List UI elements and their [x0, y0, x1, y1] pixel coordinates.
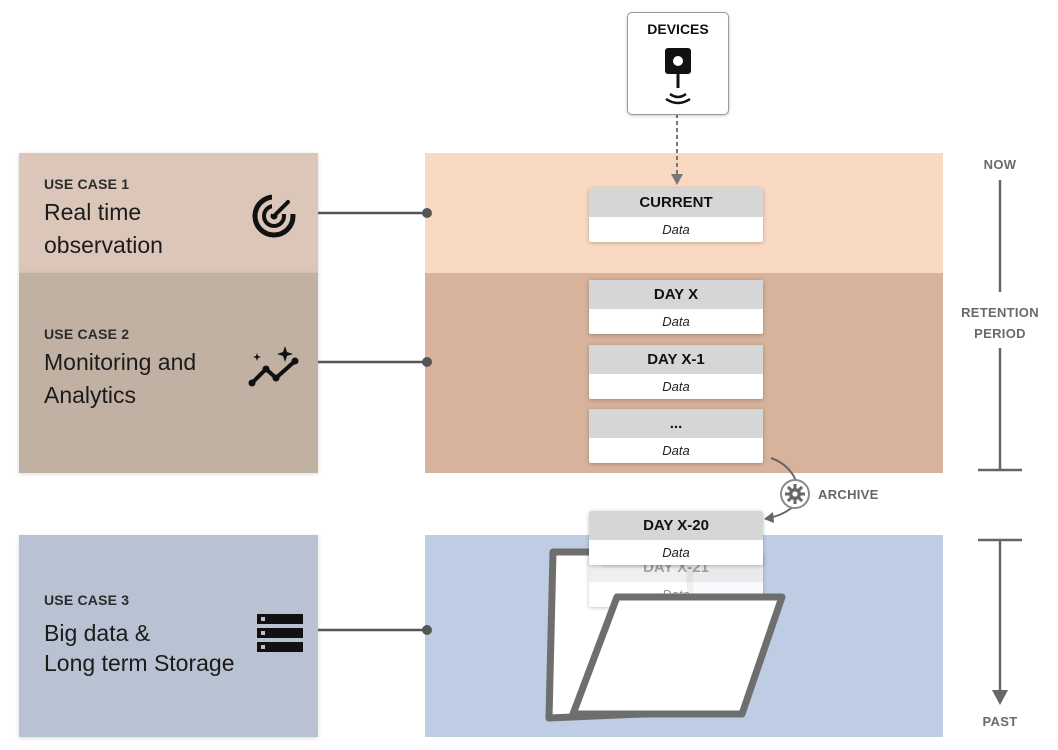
card-day-x-20-body: Data: [662, 545, 690, 560]
use-case-1-tag: USE CASE 1: [44, 176, 130, 192]
card-day-x-1-body: Data: [662, 379, 690, 394]
archive-arrow: [767, 457, 800, 519]
timeline-retention-label-line2: PERIOD: [974, 326, 1026, 341]
card-day-x-1-head: DAY X-1: [589, 345, 763, 374]
card-ellipsis: ... Data: [589, 409, 763, 463]
card-day-x-21-body: Data: [662, 587, 690, 602]
sparkle-trend-icon: [248, 346, 299, 387]
card-day-x-20-head: DAY X-20: [589, 511, 763, 540]
timeline-arrow-head: [992, 690, 1008, 705]
card-day-x-body: Data: [662, 314, 690, 329]
devices-label: DEVICES: [647, 21, 709, 37]
use-case-2-title-line1: Monitoring and: [44, 349, 197, 375]
archive-label: ARCHIVE: [818, 487, 879, 502]
use-case-3-tag: USE CASE 3: [44, 592, 130, 608]
iot-device-icon: [665, 48, 691, 105]
card-current-head: CURRENT: [589, 188, 763, 217]
card-day-x-20: DAY X-20 Data: [589, 511, 763, 565]
card-day-x: DAY X Data: [589, 280, 763, 334]
card-current: CURRENT Data: [589, 188, 763, 242]
use-case-1-title-line1: Real time: [44, 199, 142, 225]
use-case-2-panel: USE CASE 2 Monitoring and Analytics: [19, 273, 318, 473]
radar-icon: [252, 194, 296, 238]
use-case-2-tag: USE CASE 2: [44, 326, 130, 342]
card-current-body: Data: [662, 222, 690, 237]
use-case-1-title-line2: observation: [44, 232, 163, 258]
connector-lines: [318, 208, 432, 635]
card-day-x-head: DAY X: [589, 280, 763, 309]
use-case-3-title-line1: Big data &: [44, 620, 151, 646]
card-ellipsis-head: ...: [589, 409, 763, 438]
card-day-x-1: DAY X-1 Data: [589, 345, 763, 399]
gear-icon: [780, 479, 810, 509]
timeline-retention-label-line1: RETENTION: [961, 305, 1039, 320]
card-ellipsis-body: Data: [662, 443, 690, 458]
server-icon: [257, 614, 303, 652]
timeline: [978, 180, 1022, 692]
use-case-1-panel: USE CASE 1 Real time observation: [19, 153, 318, 273]
timeline-now-label: NOW: [983, 157, 1017, 172]
timeline-past-label: PAST: [982, 714, 1018, 729]
use-case-2-title-line2: Analytics: [44, 382, 137, 408]
use-case-3-panel: USE CASE 3 Big data & Long term Storage: [19, 535, 318, 737]
use-case-3-title-line2: Long term Storage: [44, 650, 235, 676]
devices-box: DEVICES: [627, 12, 729, 115]
